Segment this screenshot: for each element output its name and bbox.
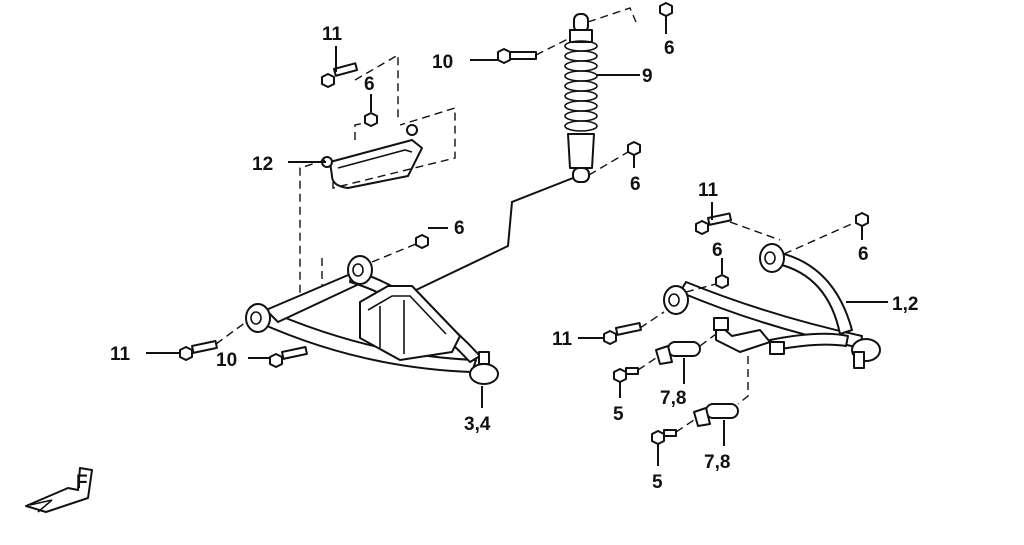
callout-7-8-b: 7,8 [704, 452, 730, 473]
clamp-bolt [651, 429, 677, 445]
pivot-bolt [321, 62, 359, 88]
pivot-bolt [603, 322, 642, 345]
hex-nut [364, 112, 378, 127]
hex-nut [659, 2, 673, 17]
callout-6-right-b: 6 [858, 244, 869, 265]
shock-bolt [497, 48, 537, 64]
callout-11-mid: 11 [552, 329, 573, 350]
hose-clamp [693, 403, 739, 427]
callout-3-4: 3,4 [464, 414, 491, 435]
callout-11-top: 11 [322, 24, 343, 45]
callout-12: 12 [252, 154, 273, 175]
hex-nut [627, 141, 641, 156]
callout-1-2: 1,2 [892, 294, 918, 315]
hex-nut [415, 234, 429, 249]
callout-10-top: 10 [432, 52, 453, 73]
callout-9: 9 [642, 66, 653, 87]
hose-clamp [655, 341, 701, 365]
hex-nut [855, 212, 869, 227]
upper-a-arm [663, 243, 881, 369]
callout-6-lower-arm: 6 [454, 218, 465, 239]
callout-6-bracket: 6 [364, 74, 375, 95]
callout-6-shock-top: 6 [664, 38, 675, 59]
callout-6-right-a: 6 [712, 240, 723, 261]
pivot-bolt [179, 340, 218, 361]
pivot-bolt [695, 212, 732, 235]
callout-5-b: 5 [652, 472, 663, 493]
callout-11-right: 11 [698, 180, 719, 201]
front-direction-arrow-icon: F [25, 467, 93, 513]
callout-6-shock-bottom: 6 [630, 174, 641, 195]
front-mark-label: F [76, 472, 88, 493]
hex-nut [715, 274, 729, 289]
shock-bolt [269, 346, 308, 368]
lower-a-arm [245, 255, 499, 385]
callout-7-8-a: 7,8 [660, 388, 686, 409]
callout-11-left: 11 [110, 344, 131, 365]
callout-10-left: 10 [216, 350, 237, 371]
shock-absorber [564, 13, 598, 183]
callout-5-a: 5 [613, 404, 624, 425]
clamp-bolt [613, 367, 639, 383]
